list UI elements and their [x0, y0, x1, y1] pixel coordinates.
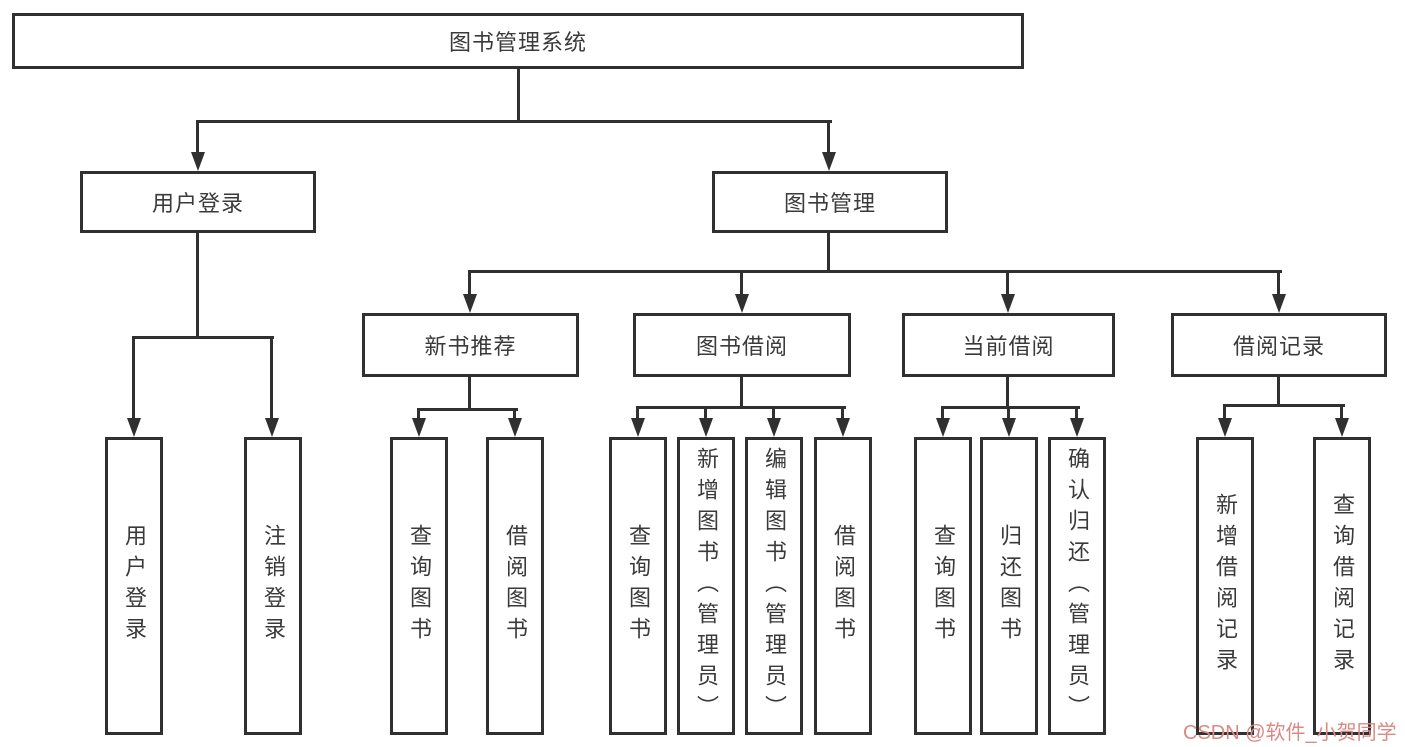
connector-mgmt-drop-2	[740, 270, 743, 296]
arrowhead-to-leaf-logout	[265, 418, 279, 437]
arrowhead-to-borrowing-records	[1272, 294, 1286, 313]
leaf-borrow-borrow-books: 借阅图书	[814, 437, 872, 735]
connector-login-bus	[132, 336, 274, 339]
leaf-records-add-record: 新增借阅记录	[1196, 437, 1254, 735]
connector-records-drop-2	[1340, 404, 1343, 419]
arrowhead-to-user-login	[191, 152, 205, 171]
leaf-current-query-books: 查询图书	[914, 437, 972, 735]
connector-root-to-mgmt	[827, 120, 830, 154]
leaf-current-confirm-return-admin: 确认归还（管理员）	[1048, 437, 1106, 735]
connector-records-bus	[1223, 404, 1345, 407]
node-new-book-recommendation: 新书推荐	[362, 313, 579, 377]
connector-current-drop-1	[941, 406, 944, 419]
arrowhead-to-current-confirm-return	[1070, 418, 1084, 437]
connector-borrow-drop-1	[636, 406, 639, 419]
connector-mgmt-stem	[827, 233, 830, 272]
arrowhead-to-borrow-borrow-books	[836, 418, 850, 437]
connector-mgmt-drop-3	[1006, 270, 1009, 296]
arrowhead-to-newbook-borrow-books	[508, 418, 522, 437]
node-user-login: 用户登录	[80, 171, 316, 233]
connector-root-stem	[517, 69, 520, 122]
connector-root-to-login	[196, 120, 199, 154]
arrowhead-to-records-query-record	[1335, 418, 1349, 437]
arrowhead-to-current-return-books	[1002, 418, 1016, 437]
arrowhead-to-records-add-record	[1218, 418, 1232, 437]
node-book-borrowing: 图书借阅	[633, 313, 851, 377]
connector-current-bus	[941, 406, 1080, 409]
connector-borrow-drop-2	[704, 406, 707, 419]
connector-current-drop-2	[1007, 406, 1010, 419]
arrowhead-to-borrow-add-books	[699, 418, 713, 437]
connector-mgmt-bus	[468, 270, 1282, 273]
arrowhead-to-new-book-recommendation	[463, 294, 477, 313]
connector-borrow-bus	[636, 406, 846, 409]
arrowhead-to-leaf-user-login	[127, 418, 141, 437]
connector-borrow-stem	[740, 377, 743, 408]
leaf-logout: 注销登录	[244, 437, 302, 735]
leaf-current-return-books: 归还图书	[980, 437, 1038, 735]
connector-current-drop-3	[1075, 406, 1078, 419]
connector-login-drop-1	[132, 336, 135, 420]
arrowhead-to-newbook-query-books	[412, 418, 426, 437]
connector-records-drop-1	[1223, 404, 1226, 419]
leaf-borrow-edit-books-admin: 编辑图书（管理员）	[745, 437, 803, 735]
connector-records-stem	[1277, 377, 1280, 406]
arrowhead-to-borrow-edit-books	[767, 418, 781, 437]
arrowhead-to-borrow-query-books	[631, 418, 645, 437]
connector-borrow-drop-3	[772, 406, 775, 419]
node-book-management-system: 图书管理系统	[12, 13, 1024, 69]
connector-login-stem	[196, 233, 199, 338]
node-book-management: 图书管理	[712, 171, 948, 233]
node-borrowing-records: 借阅记录	[1171, 313, 1387, 377]
leaf-borrow-add-books-admin: 新增图书（管理员）	[677, 437, 735, 735]
leaf-newbook-query-books: 查询图书	[390, 437, 448, 735]
arrowhead-to-current-query-books	[936, 418, 950, 437]
connector-borrow-drop-4	[841, 406, 844, 419]
arrowhead-to-current-borrowing	[1001, 294, 1015, 313]
leaf-borrow-query-books: 查询图书	[609, 437, 667, 735]
arrowhead-to-book-management	[822, 152, 836, 171]
leaf-user-login: 用户登录	[105, 437, 163, 735]
connector-mgmt-drop-1	[468, 270, 471, 296]
csdn-watermark: CSDN @软件_小贺同学	[1183, 722, 1397, 744]
connector-newbook-bus	[417, 408, 518, 411]
connector-newbook-stem	[468, 377, 471, 410]
connector-newbook-drop-2	[513, 408, 516, 420]
connector-mgmt-drop-4	[1277, 270, 1280, 296]
connector-login-drop-2	[270, 336, 273, 420]
leaf-newbook-borrow-books: 借阅图书	[486, 437, 544, 735]
connector-newbook-drop-1	[417, 408, 420, 420]
arrowhead-to-book-borrowing	[735, 294, 749, 313]
connector-root-bus	[196, 120, 832, 123]
node-current-borrowing: 当前借阅	[902, 313, 1115, 377]
connector-current-stem	[1006, 377, 1009, 408]
leaf-records-query-record: 查询借阅记录	[1313, 437, 1371, 735]
